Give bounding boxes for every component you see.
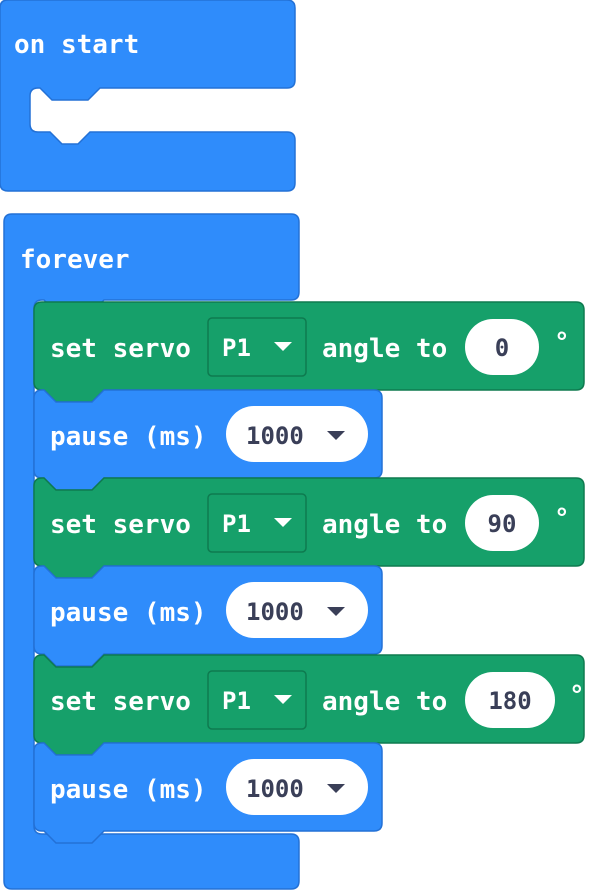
angle-to-label: angle to	[322, 510, 447, 540]
angle-to-label: angle to	[322, 334, 447, 364]
set-servo-label: set servo	[50, 334, 191, 364]
pause-value: 1000	[246, 422, 304, 450]
angle-input[interactable]: 90	[465, 495, 539, 551]
pin-value: P1	[222, 687, 251, 715]
pause-label: pause (ms)	[50, 422, 207, 452]
pin-value: P1	[222, 334, 251, 362]
pause-label: pause (ms)	[50, 598, 207, 628]
pause-block[interactable]: pause (ms) 1000	[33, 389, 383, 491]
degree-label: °	[554, 504, 570, 534]
angle-value: 180	[488, 687, 531, 715]
chevron-down-icon	[327, 784, 345, 793]
set-servo-block[interactable]: set servo P1 angle to 0 °	[33, 301, 585, 403]
pin-dropdown[interactable]: P1	[207, 493, 307, 553]
chevron-down-icon	[274, 695, 292, 704]
pause-block[interactable]: pause (ms) 1000	[33, 742, 383, 844]
chevron-down-icon	[327, 607, 345, 616]
chevron-down-icon	[274, 518, 292, 527]
chevron-down-icon	[274, 342, 292, 351]
angle-value: 90	[488, 510, 517, 538]
pause-label: pause (ms)	[50, 775, 207, 805]
angle-value: 0	[495, 334, 509, 362]
chevron-down-icon	[327, 431, 345, 440]
pause-duration-dropdown[interactable]: 1000	[226, 759, 368, 815]
on-start-label: on start	[14, 30, 139, 60]
degree-label: °	[569, 681, 585, 711]
pause-value: 1000	[246, 775, 304, 803]
set-servo-block[interactable]: set servo P1 angle to 180 °	[33, 654, 585, 756]
pause-block[interactable]: pause (ms) 1000	[33, 565, 383, 667]
on-start-block[interactable]: on start	[0, 0, 296, 192]
angle-to-label: angle to	[322, 687, 447, 717]
pin-dropdown[interactable]: P1	[207, 317, 307, 377]
set-servo-label: set servo	[50, 687, 191, 717]
forever-label: forever	[20, 245, 130, 275]
angle-input[interactable]: 180	[465, 672, 555, 728]
pause-duration-dropdown[interactable]: 1000	[226, 406, 368, 462]
degree-label: °	[554, 328, 570, 358]
pause-duration-dropdown[interactable]: 1000	[226, 582, 368, 638]
pin-dropdown[interactable]: P1	[207, 670, 307, 730]
pin-value: P1	[222, 510, 251, 538]
angle-input[interactable]: 0	[465, 319, 539, 375]
pause-value: 1000	[246, 598, 304, 626]
set-servo-label: set servo	[50, 510, 191, 540]
set-servo-block[interactable]: set servo P1 angle to 90 °	[33, 477, 585, 579]
